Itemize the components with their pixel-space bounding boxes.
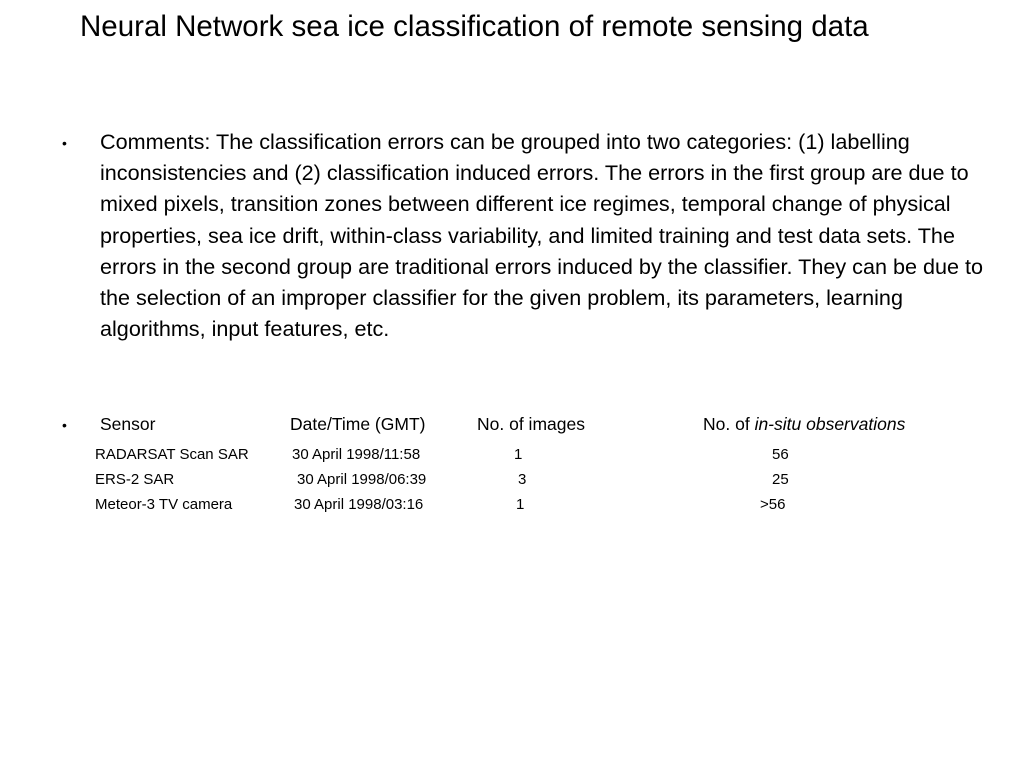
column-header-datetime: Date/Time (GMT) — [290, 414, 426, 434]
row-sensor: RADARSAT Scan SAR — [95, 446, 249, 463]
column-header-observations: No. of in-situ observations — [703, 412, 905, 436]
row-sensor: ERS-2 SAR — [95, 471, 175, 488]
row-datetime: 30 April 1998/06:39 — [297, 471, 427, 488]
observations-header-prefix: No. of — [703, 414, 755, 434]
row-observations: >56 — [760, 496, 786, 513]
row-images: 1 — [516, 496, 525, 513]
observations-header-italic: in-situ observations — [754, 414, 906, 434]
row-sensor: Meteor-3 TV camera — [95, 496, 233, 513]
row-observations: 25 — [772, 471, 789, 488]
row-datetime: 30 April 1998/03:16 — [294, 496, 424, 513]
column-header-sensor: Sensor — [100, 414, 156, 434]
bullet-marker: • — [62, 135, 67, 151]
row-images: 3 — [518, 471, 527, 488]
slide-title: Neural Network sea ice classification of… — [80, 10, 869, 43]
bullet-marker: • — [62, 417, 67, 433]
row-observations: 56 — [772, 446, 789, 463]
row-images: 1 — [514, 446, 523, 463]
comment-paragraph: Comments: The classification errors can … — [100, 129, 984, 342]
row-datetime: 30 April 1998/11:58 — [292, 446, 421, 463]
column-header-images: No. of images — [477, 414, 585, 434]
